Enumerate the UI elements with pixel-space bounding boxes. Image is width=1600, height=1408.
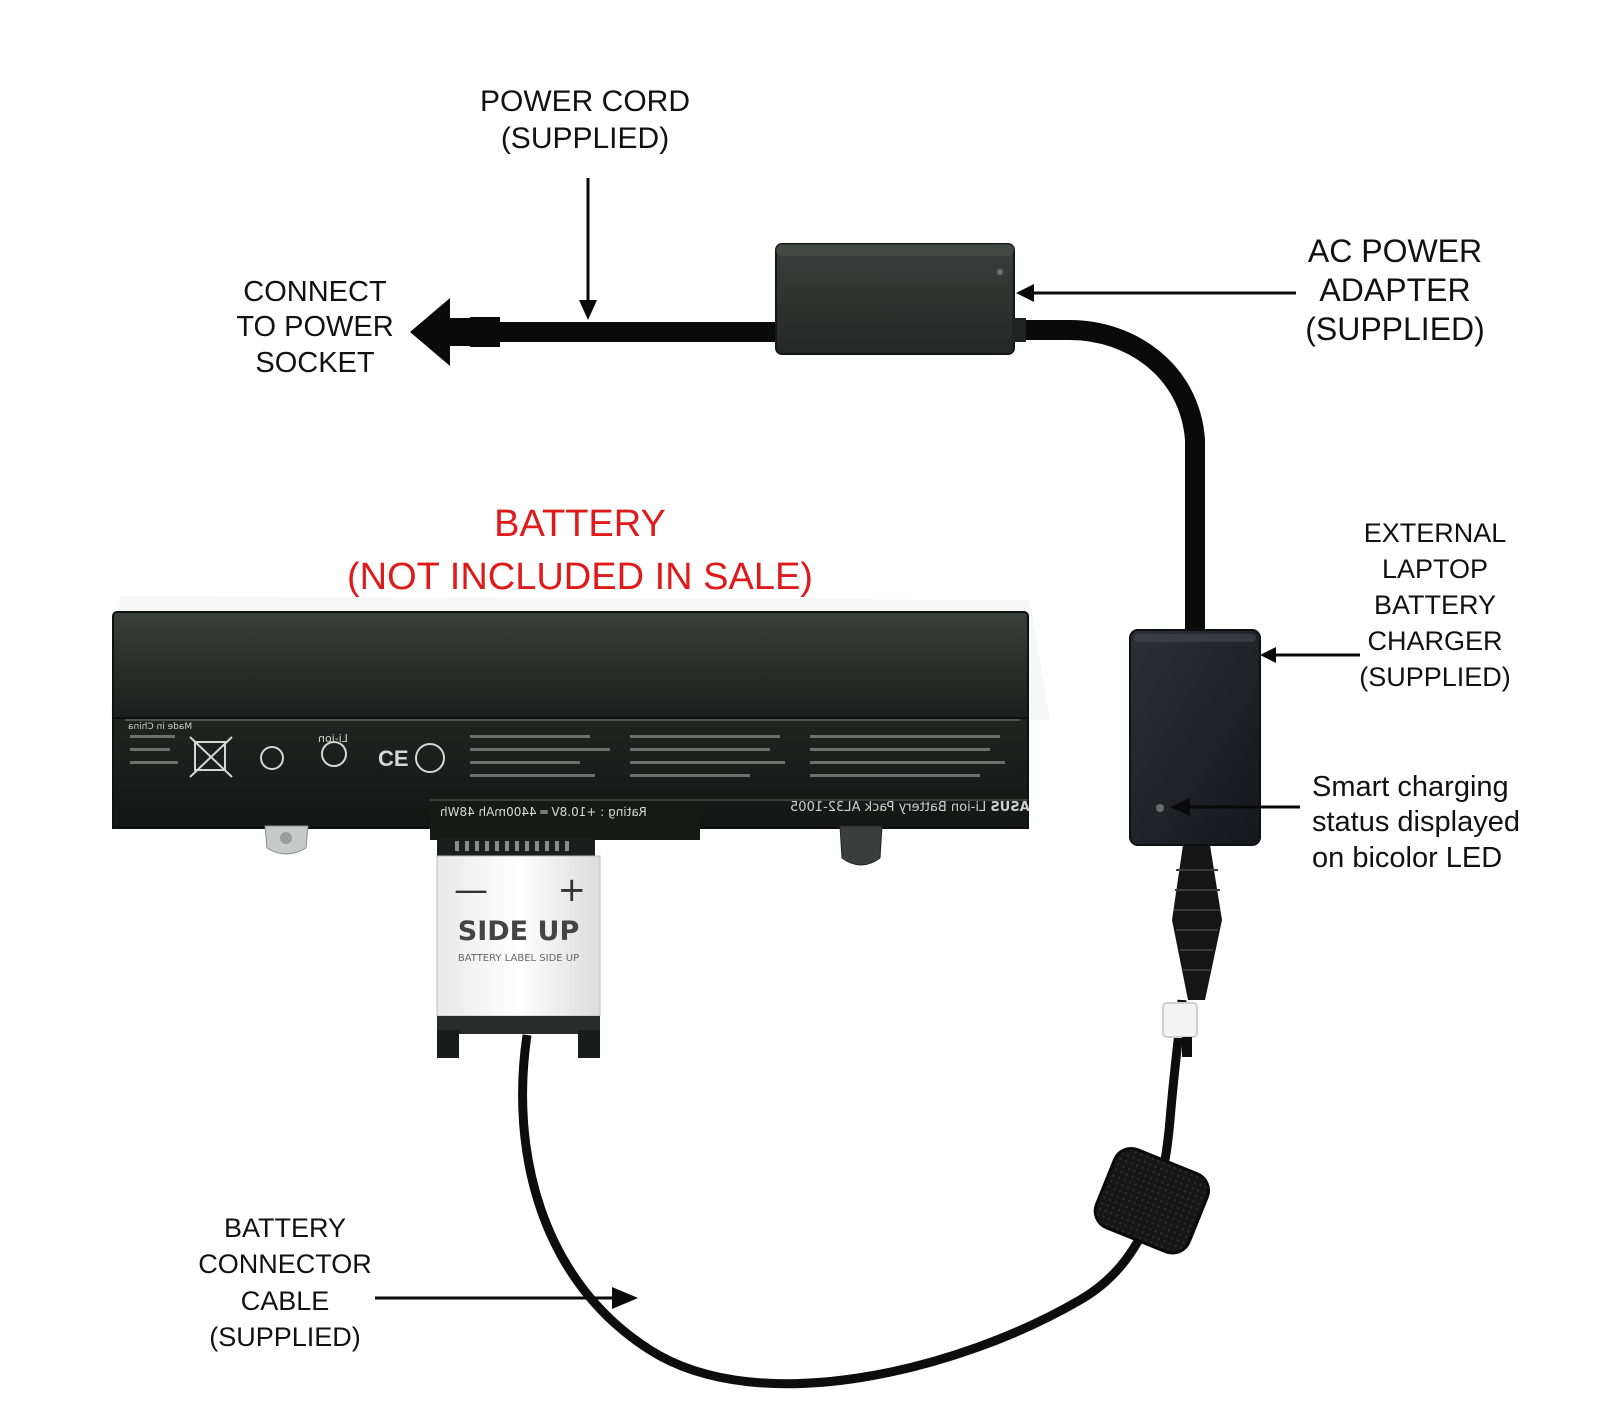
tag-minus: —	[454, 870, 488, 910]
cable-velcro-strap	[1093, 1147, 1211, 1255]
battery-connector-cable	[518, 999, 1187, 1389]
bicolor-led	[1156, 804, 1164, 812]
battery-brand-label: ASUS Li-ion Battery Pack AL32-1005	[790, 800, 1030, 815]
label-power-cord: POWER CORD(SUPPLIED)	[480, 85, 690, 155]
laptop-battery: CE	[110, 596, 1050, 866]
adapter-to-charger-cable	[1015, 320, 1205, 630]
tag-side-up: SIDE UP	[457, 916, 580, 947]
socket-arrow-head	[410, 298, 450, 366]
battery-rating-label: Rating : +10.8V ═ 4400mAh 48Wh	[440, 805, 647, 819]
charger-output-plug	[1162, 845, 1222, 1057]
external-laptop-charger	[1129, 629, 1261, 846]
power-cord	[470, 322, 775, 342]
label-battery-title: BATTERY(NOT INCLUDED IN SALE)	[347, 503, 813, 599]
ac-power-adapter	[775, 243, 1026, 355]
tag-polarity: — +	[440, 870, 600, 911]
svg-text:CE: CE	[378, 746, 409, 771]
socket-arrow-shaft	[445, 318, 475, 346]
annotation-arrows	[375, 178, 1360, 1309]
battery-connector-tag	[436, 838, 601, 1058]
tag-plus: +	[557, 870, 587, 910]
battery-origin-label: Made in China	[128, 722, 193, 732]
battery-chem-label: Li-ion	[318, 732, 348, 745]
tag-sub: BATTERY LABEL SIDE UP	[457, 953, 580, 964]
